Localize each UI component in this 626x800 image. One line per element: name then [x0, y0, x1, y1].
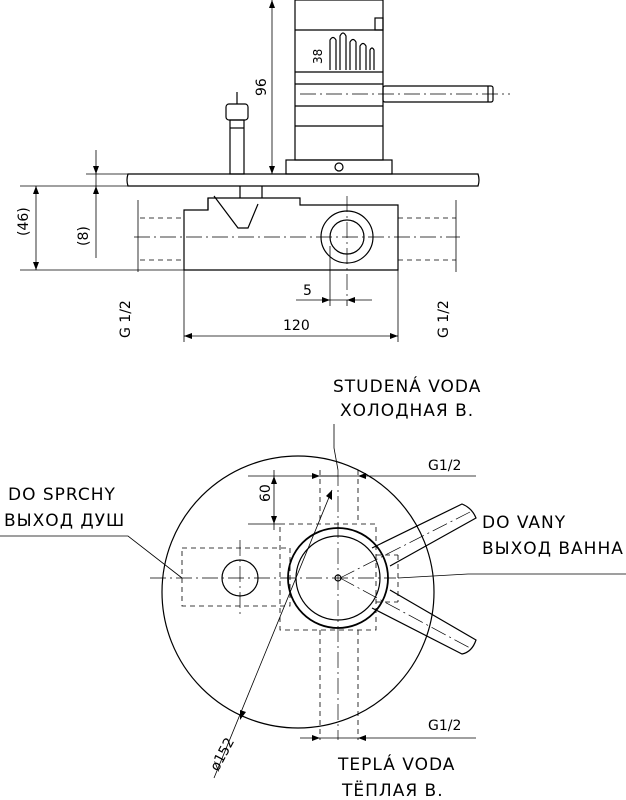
mixer-body-upper [294, 0, 384, 161]
thread-left-label: G 1/2 [118, 300, 134, 338]
dim-60-label: 60 [258, 484, 274, 502]
hot-water-label-2: ТЁПЛАЯ В. [341, 780, 444, 800]
mixer-handle-outer [287, 527, 389, 629]
shower-label-2: ВЫХОД ДУШ [4, 511, 125, 531]
cover-plate [126, 173, 480, 187]
diverter-knob [225, 103, 249, 121]
valve-body [183, 197, 399, 271]
hot-water-label-1: TEPLÁ VODA [337, 753, 455, 775]
dim-46-label: (46) [16, 207, 32, 236]
cover-plate-circle [161, 455, 435, 729]
shower-body-hidden [181, 547, 291, 607]
bath-label-1: DO VANY [482, 513, 566, 533]
thread-right-label: G 1/2 [436, 300, 452, 338]
lever-upper [371, 503, 477, 567]
cold-water-label-1: STUDENÁ VODA [333, 375, 481, 397]
dim-diameter-label: ø152 [207, 735, 238, 774]
thread-bottom-label: G1/2 [428, 718, 461, 734]
cold-water-label-2: ХОЛОДНАЯ В. [340, 401, 474, 421]
collar [285, 159, 393, 175]
side-view: 38 96 [16, 0, 510, 342]
dim-38-label: 38 [311, 49, 325, 64]
dim-120-label: 120 [283, 318, 310, 334]
main-body-hidden [279, 523, 377, 631]
shower-label-1: DO SPRCHY [8, 485, 116, 505]
bath-label-2: ВЫХОД ВАННА [482, 539, 624, 559]
thread-top-label: G1/2 [428, 458, 461, 474]
lever-lower [371, 589, 477, 655]
dim-96-label: 96 [254, 78, 270, 96]
dim-8-label: (8) [76, 226, 92, 246]
top-view: 60 G1/2 G1/2 ø152 STUDENÁ VODA ХОЛОДНАЯ … [0, 375, 626, 800]
dim-5-label: 5 [303, 283, 312, 299]
